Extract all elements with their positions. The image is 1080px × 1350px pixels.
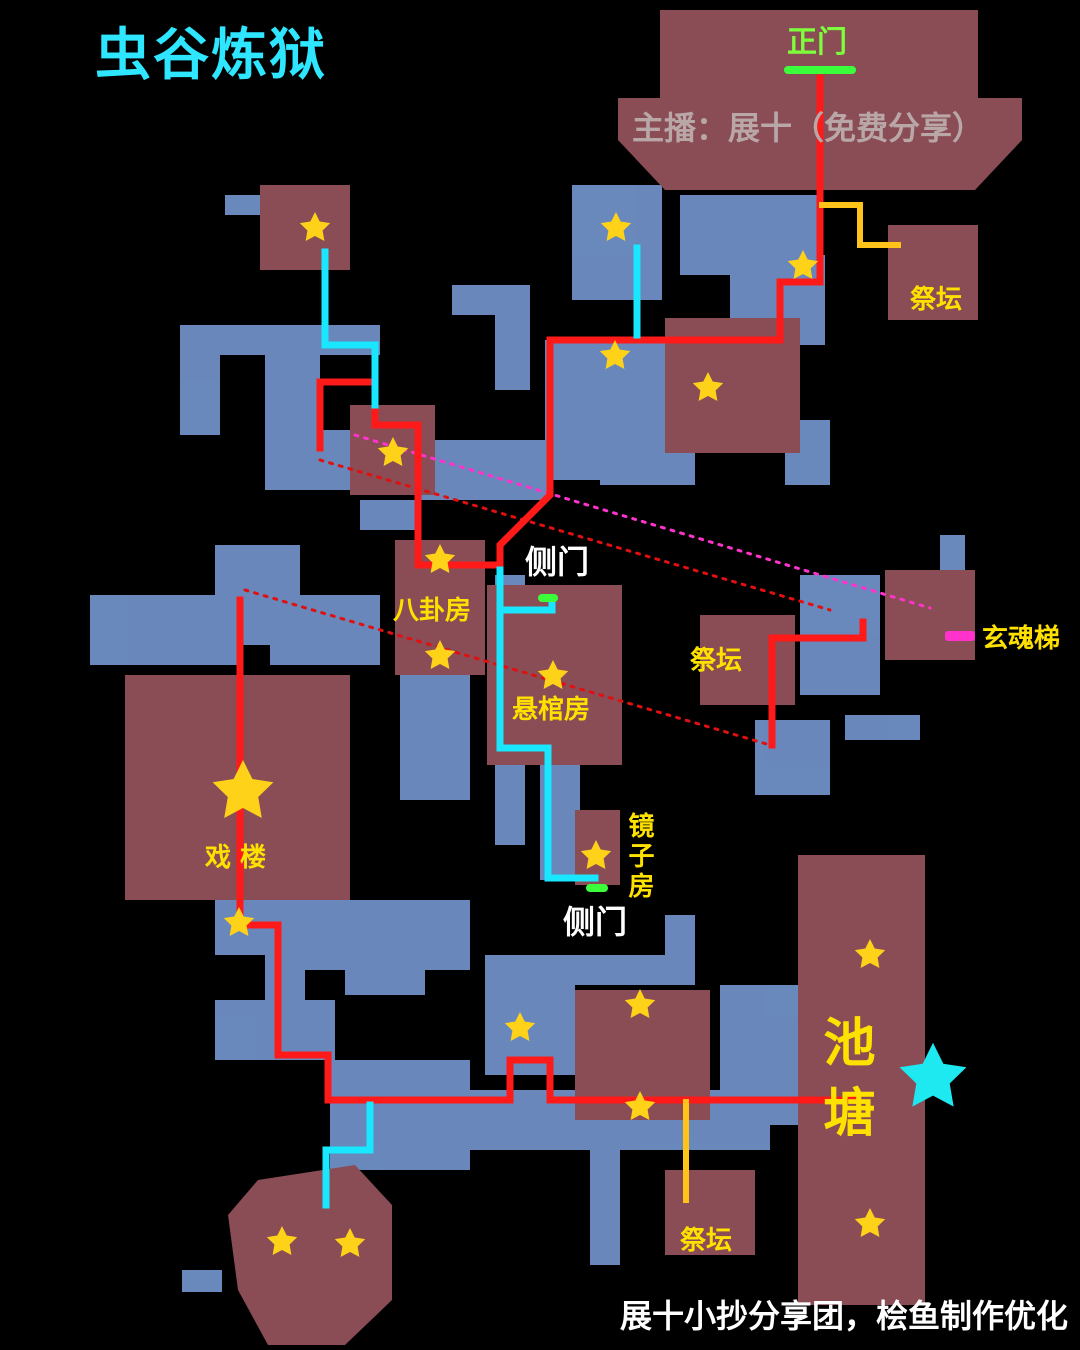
corridors — [90, 185, 965, 1292]
side-gate-bottom-marker — [586, 884, 608, 892]
altar-top-label: 祭坛 — [910, 285, 963, 315]
soul-ladder-label: 玄魂梯 — [982, 624, 1061, 654]
side-gate-bottom-label: 侧门 — [563, 903, 628, 941]
pond-label: 池塘 — [814, 1015, 874, 1155]
soul-ladder-marker — [945, 631, 975, 641]
map-title: 虫谷炼狱 — [95, 23, 327, 88]
gate-markers — [538, 66, 975, 892]
bagua-room-label: 八卦房 — [393, 596, 472, 626]
streamer-label: 主播：展十（免费分享） — [632, 109, 985, 147]
side-gate-top-marker — [538, 594, 558, 602]
special-star-icon — [899, 1042, 967, 1107]
mirror-room-label: 镜子房 — [624, 812, 654, 902]
side-gate-top-label: 侧门 — [525, 543, 590, 581]
footer-credit: 展十小抄分享团，桧鱼制作优化 — [619, 1297, 1068, 1335]
altar-bottom-label: 祭坛 — [680, 1226, 733, 1256]
stars — [212, 212, 967, 1257]
main-gate-label: 正门 — [787, 25, 847, 60]
main-gate-marker — [784, 66, 856, 74]
routes — [236, 74, 901, 1209]
dotted-links — [243, 433, 932, 747]
opera-house-label: 戏 楼 — [205, 843, 267, 873]
altar-mid-label: 祭坛 — [690, 646, 743, 676]
coffin-room-label: 悬棺房 — [512, 695, 591, 725]
